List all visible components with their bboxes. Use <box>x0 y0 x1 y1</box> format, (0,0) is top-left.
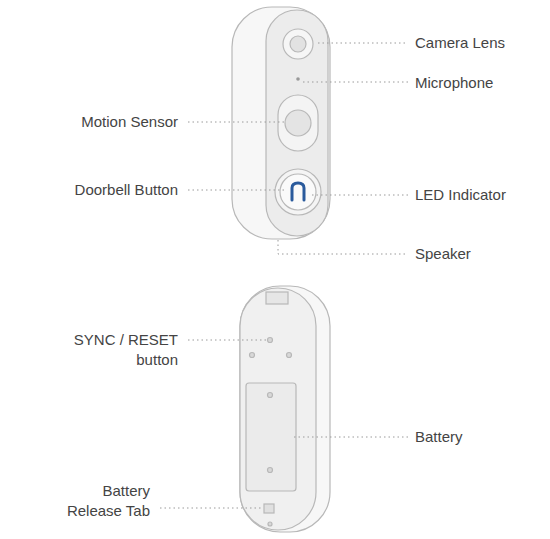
part-label: Microphone <box>415 73 493 93</box>
battery-release-tab <box>264 504 274 513</box>
leader-line <box>188 340 268 341</box>
part-label: SYNC / RESET button <box>68 330 178 370</box>
screw-hole <box>268 393 273 398</box>
screw-hole <box>287 353 292 358</box>
screw-hole <box>268 468 273 473</box>
motion-sensor <box>278 95 318 151</box>
camera-lens <box>283 29 313 59</box>
leader-line <box>160 508 262 509</box>
screw-hole <box>268 522 272 526</box>
leader-line <box>318 43 408 44</box>
back-plate <box>240 288 316 530</box>
led-ring <box>280 174 316 210</box>
front-face <box>266 10 328 236</box>
leader-line <box>312 195 408 196</box>
leader-line <box>303 82 408 83</box>
part-label: Battery <box>415 427 463 447</box>
leader-line <box>294 437 408 438</box>
leader-line <box>188 122 287 123</box>
leader-line <box>188 190 285 191</box>
part-label: LED Indicator <box>415 185 506 205</box>
part-label: Doorbell Button <box>75 180 178 200</box>
part-label: Motion Sensor <box>81 112 178 132</box>
battery-pack <box>246 383 296 491</box>
screw-hole <box>250 353 255 358</box>
part-label: Speaker <box>415 244 471 264</box>
camera-lens-inner <box>290 36 306 52</box>
button-logo <box>292 183 304 200</box>
motion-sensor-lens <box>285 110 311 136</box>
part-label: Battery Release Tab <box>60 481 150 521</box>
leader-line <box>278 240 408 254</box>
doorbell-button <box>275 169 321 215</box>
screw-hole <box>268 338 273 343</box>
top-clip <box>266 292 288 304</box>
microphone-hole <box>296 77 300 81</box>
part-label: Camera Lens <box>415 33 505 53</box>
doorbell-housing <box>232 7 330 239</box>
back-housing <box>240 286 330 532</box>
